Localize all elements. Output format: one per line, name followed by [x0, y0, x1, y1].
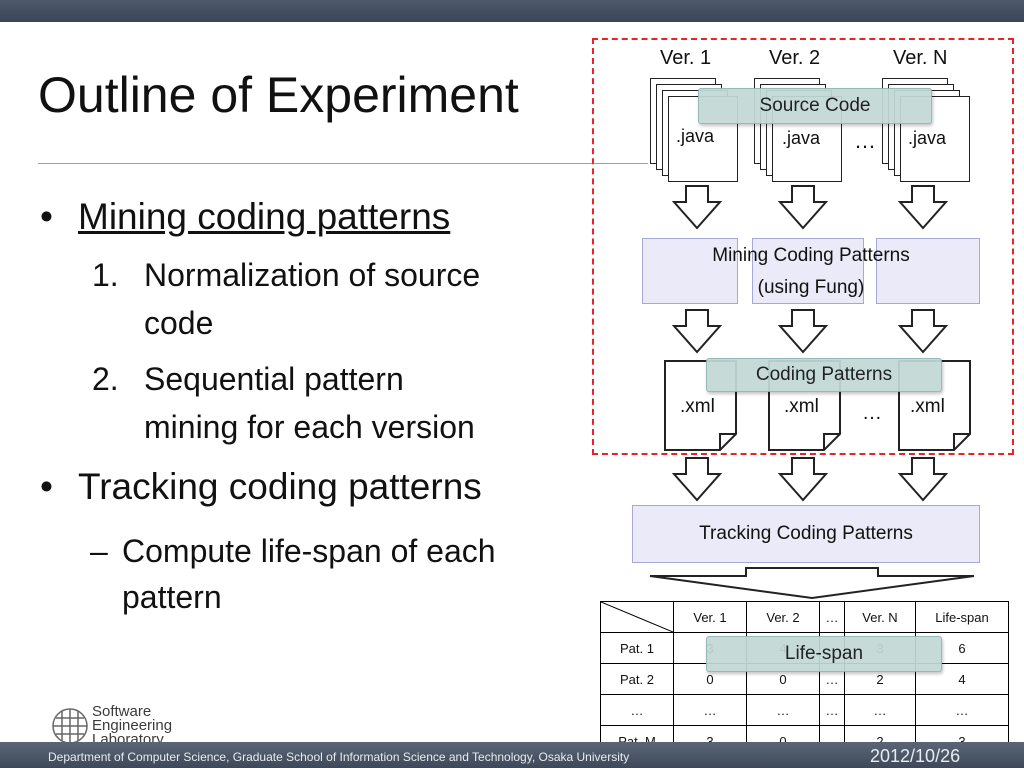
tracking-box: Tracking Coding Patterns [632, 505, 980, 563]
bullet-dot-icon: • [40, 466, 53, 507]
version-label-2: Ver. 2 [769, 47, 821, 69]
coding-patterns-callout: Coding Patterns [706, 358, 942, 392]
mining-box-1 [642, 238, 738, 304]
table-header-cell: Ver. 2 [746, 601, 820, 633]
table-cell: … [819, 694, 845, 726]
top-bar [0, 0, 1024, 22]
lab-logo-line-2: Engineering [92, 717, 173, 734]
version-label-n: Ver. N [893, 47, 948, 69]
mining-box-2 [752, 238, 864, 304]
bullet-tracking-text: Tracking coding patterns [78, 466, 482, 507]
down-arrow-icon [897, 185, 949, 230]
version-label-1: Ver. 1 [660, 47, 712, 69]
table-cell: … [600, 694, 674, 726]
down-arrow-icon [897, 309, 949, 354]
lab-logo-line-1: Software [92, 703, 152, 720]
title-divider [38, 163, 648, 164]
xml-ellipsis: … [862, 402, 882, 424]
footer-bar [0, 742, 1024, 768]
table-header-row: Ver. 1 Ver. 2 … Ver. N Life-span [600, 601, 1009, 633]
down-arrow-icon [777, 457, 829, 502]
table-header-cell: Ver. N [844, 601, 916, 633]
table-cell: … [915, 694, 1009, 726]
lifespan-table: Ver. 1 Ver. 2 … Ver. N Life-span Pat. 1 … [600, 601, 1009, 757]
xml-label-2: .xml [784, 396, 819, 417]
bullet-mining-text: Mining coding patterns [78, 196, 451, 237]
arrow-row-2 [671, 309, 949, 354]
lifespan-callout: Life-span [706, 636, 942, 672]
slide-title: Outline of Experiment [38, 67, 519, 123]
source-code-callout: Source Code [698, 88, 932, 124]
footer-affiliation: Department of Computer Science, Graduate… [48, 750, 630, 764]
table-cell: … [673, 694, 747, 726]
footer-date: 2012/10/26 [870, 746, 961, 766]
xml-label-1: .xml [680, 396, 715, 417]
mining-box-n [876, 238, 980, 304]
diagonal-line-icon [601, 602, 673, 632]
arrow-row-1 [671, 185, 949, 230]
mining-sublabel: (using Fung) [757, 277, 865, 298]
mining-label: Mining Coding Patterns [712, 245, 910, 266]
table-header-cell: Life-span [915, 601, 1009, 633]
lab-logo-icon [52, 708, 88, 744]
table-row: … … … … … … [600, 694, 1009, 726]
table-cell: … [746, 694, 820, 726]
java-ellipsis: … [854, 128, 876, 153]
down-arrow-icon [671, 309, 723, 354]
arrow-row-3 [671, 457, 949, 502]
xml-label-n: .xml [910, 396, 945, 417]
wide-down-arrow-icon [649, 567, 975, 600]
table-row: Pat. M 3 0 … 2 3 [600, 725, 1009, 757]
table-cell: Pat. 2 [600, 663, 674, 695]
down-arrow-icon [671, 185, 723, 230]
table-header-cell: Ver. 1 [673, 601, 747, 633]
down-arrow-icon [897, 457, 949, 502]
bullet-list: • Mining coding patterns 1. Normalizatio… [40, 196, 496, 615]
down-arrow-icon [671, 457, 723, 502]
table-header-cell: … [819, 601, 845, 633]
down-arrow-icon [777, 309, 829, 354]
table-corner-cell [600, 601, 674, 633]
down-arrow-icon [777, 185, 829, 230]
table-cell: … [844, 694, 916, 726]
mining-region-box [592, 38, 1014, 455]
bullet-dot-icon: • [40, 196, 53, 237]
table-cell: Pat. 1 [600, 632, 674, 664]
